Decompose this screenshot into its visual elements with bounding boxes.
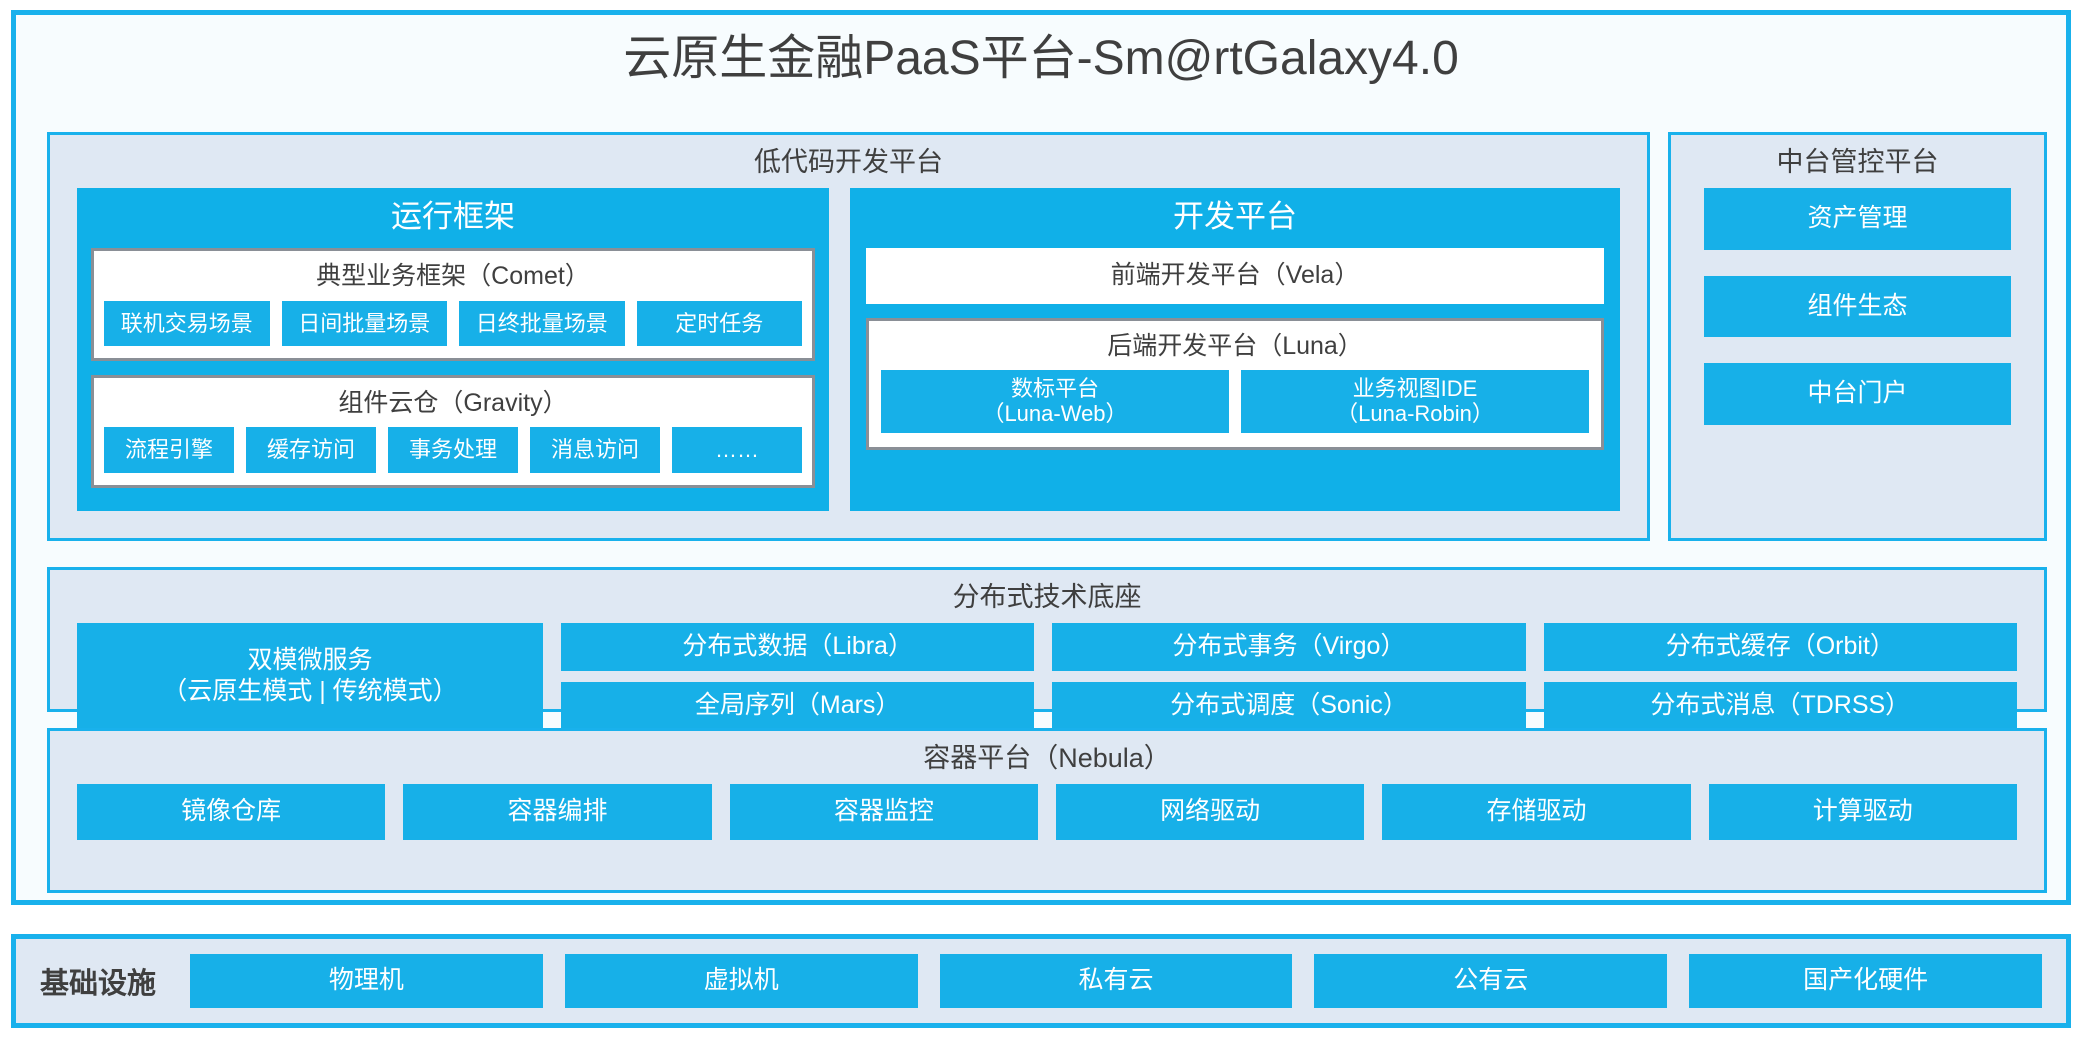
luna-web-item[interactable]: 数标平台 （Luna-Web） <box>881 370 1229 433</box>
infrastructure-item[interactable]: 公有云 <box>1314 954 1668 1008</box>
gravity-title: 组件云仓（Gravity） <box>338 388 568 417</box>
tech-base-item[interactable]: 分布式消息（TDRSS） <box>1543 681 2017 730</box>
upper-row: 低代码开发平台 运行框架 典型业务框架（Comet） 联机交易场景 日间批量场景… <box>47 132 2047 541</box>
tech-base-item[interactable]: 分布式事务（Virgo） <box>1052 623 1526 671</box>
gravity-item-ellipsis[interactable]: …… <box>672 427 802 473</box>
tech-base-item[interactable]: 分布式数据（Libra） <box>561 623 1035 671</box>
lowcode-platform-title: 低代码开发平台 <box>754 147 943 177</box>
middle-platform-panel: 中台管控平台 资产管理 组件生态 中台门户 <box>1668 132 2047 541</box>
infrastructure-item[interactable]: 虚拟机 <box>564 954 918 1008</box>
infrastructure-item[interactable]: 私有云 <box>939 954 1293 1008</box>
dual-mode-line1: 双模微服务 <box>247 645 373 674</box>
luna-robin-line1: 业务视图IDE <box>1352 376 1478 402</box>
development-platform-card: 开发平台 前端开发平台（Vela） 后端开发平台（Luna） 数标平台 （Lun… <box>850 188 1620 511</box>
infrastructure-item[interactable]: 物理机 <box>190 954 543 1008</box>
comet-item[interactable]: 定时任务 <box>636 300 802 346</box>
container-platform-item[interactable]: 网络驱动 <box>1055 784 1365 840</box>
runtime-framework-title: 运行框架 <box>391 199 515 235</box>
infrastructure-item[interactable]: 国产化硬件 <box>1689 954 2042 1008</box>
infrastructure-label: 基础设施 <box>40 968 157 1000</box>
infrastructure-panel: 基础设施 物理机 虚拟机 私有云 公有云 国产化硬件 <box>11 934 2071 1028</box>
luna-chip-row: 数标平台 （Luna-Web） 业务视图IDE （Luna-Robin） <box>881 370 1589 433</box>
luna-robin-item[interactable]: 业务视图IDE （Luna-Robin） <box>1241 370 1589 433</box>
tech-base-column: 分布式事务（Virgo） 分布式调度（Sonic） <box>1052 623 1526 730</box>
gravity-group: 组件云仓（Gravity） 流程引擎 缓存访问 事务处理 消息访问 …… <box>91 374 815 488</box>
lowcode-inner: 运行框架 典型业务框架（Comet） 联机交易场景 日间批量场景 日终批量场景 … <box>50 188 1647 538</box>
comet-item[interactable]: 日间批量场景 <box>281 300 447 346</box>
tech-base-title: 分布式技术底座 <box>952 582 1142 612</box>
dual-mode-microservice-item[interactable]: 双模微服务 （云原生模式 | 传统模式） <box>77 623 543 730</box>
gravity-item[interactable]: 事务处理 <box>388 427 518 473</box>
development-platform-title: 开发平台 <box>1173 199 1297 235</box>
tech-base-item[interactable]: 全局序列（Mars） <box>561 681 1035 730</box>
backend-dev-platform-title: 后端开发平台（Luna） <box>1107 331 1363 360</box>
comet-chip-row: 联机交易场景 日间批量场景 日终批量场景 定时任务 <box>104 300 802 346</box>
dual-mode-line2: （云原生模式 | 传统模式） <box>162 677 458 706</box>
comet-item[interactable]: 联机交易场景 <box>104 300 270 346</box>
gravity-item[interactable]: 流程引擎 <box>104 427 234 473</box>
comet-group: 典型业务框架（Comet） 联机交易场景 日间批量场景 日终批量场景 定时任务 <box>91 248 815 361</box>
comet-title: 典型业务框架（Comet） <box>316 262 590 291</box>
middle-platform-item[interactable]: 组件生态 <box>1704 275 2011 338</box>
gravity-item[interactable]: 消息访问 <box>530 427 660 473</box>
lowcode-platform-panel: 低代码开发平台 运行框架 典型业务框架（Comet） 联机交易场景 日间批量场景… <box>47 132 1650 541</box>
tech-base-panel: 分布式技术底座 双模微服务 （云原生模式 | 传统模式） 分布式数据（Libra… <box>47 567 2047 730</box>
container-platform-item[interactable]: 容器监控 <box>729 784 1038 840</box>
container-platform-item[interactable]: 计算驱动 <box>1708 784 2017 840</box>
container-platform-row: 镜像仓库 容器编排 容器监控 网络驱动 存储驱动 计算驱动 <box>50 784 2044 860</box>
page-title: 云原生金融PaaS平台-Sm@rtGalaxy4.0 <box>623 32 1459 85</box>
frontend-dev-platform-box[interactable]: 前端开发平台（Vela） <box>866 248 1604 304</box>
container-platform-title: 容器平台（Nebula） <box>923 743 1171 773</box>
tech-base-column: 分布式数据（Libra） 全局序列（Mars） <box>561 623 1035 730</box>
luna-web-line1: 数标平台 <box>1010 376 1099 402</box>
runtime-framework-card: 运行框架 典型业务框架（Comet） 联机交易场景 日间批量场景 日终批量场景 … <box>77 188 829 511</box>
tech-base-column: 分布式缓存（Orbit） 分布式消息（TDRSS） <box>1543 623 2017 730</box>
main-frame: 云原生金融PaaS平台-Sm@rtGalaxy4.0 低代码开发平台 运行框架 … <box>11 10 2071 905</box>
backend-dev-platform-group: 后端开发平台（Luna） 数标平台 （Luna-Web） 业务视图IDE （Lu… <box>866 317 1604 450</box>
middle-platform-title: 中台管控平台 <box>1776 147 1939 177</box>
container-platform-panel: 容器平台（Nebula） 镜像仓库 容器编排 容器监控 网络驱动 存储驱动 计算… <box>47 728 2047 893</box>
gravity-item[interactable]: 缓存访问 <box>246 427 376 473</box>
container-platform-item[interactable]: 镜像仓库 <box>77 784 386 840</box>
middle-platform-item[interactable]: 资产管理 <box>1704 188 2011 250</box>
middle-platform-item[interactable]: 中台门户 <box>1704 363 2011 425</box>
comet-item[interactable]: 日终批量场景 <box>459 300 625 346</box>
tech-base-body: 双模微服务 （云原生模式 | 传统模式） 分布式数据（Libra） 全局序列（M… <box>50 623 2044 743</box>
middle-platform-list: 资产管理 组件生态 中台门户 <box>1704 188 2011 445</box>
luna-robin-line2: （Luna-Robin） <box>1336 401 1494 427</box>
gravity-chip-row: 流程引擎 缓存访问 事务处理 消息访问 …… <box>104 427 802 473</box>
container-platform-item[interactable]: 容器编排 <box>403 784 712 840</box>
tech-base-item[interactable]: 分布式调度（Sonic） <box>1052 681 1526 730</box>
container-platform-item[interactable]: 存储驱动 <box>1382 784 1691 840</box>
luna-web-line2: （Luna-Web） <box>982 401 1128 427</box>
tech-base-item[interactable]: 分布式缓存（Orbit） <box>1543 623 2017 671</box>
